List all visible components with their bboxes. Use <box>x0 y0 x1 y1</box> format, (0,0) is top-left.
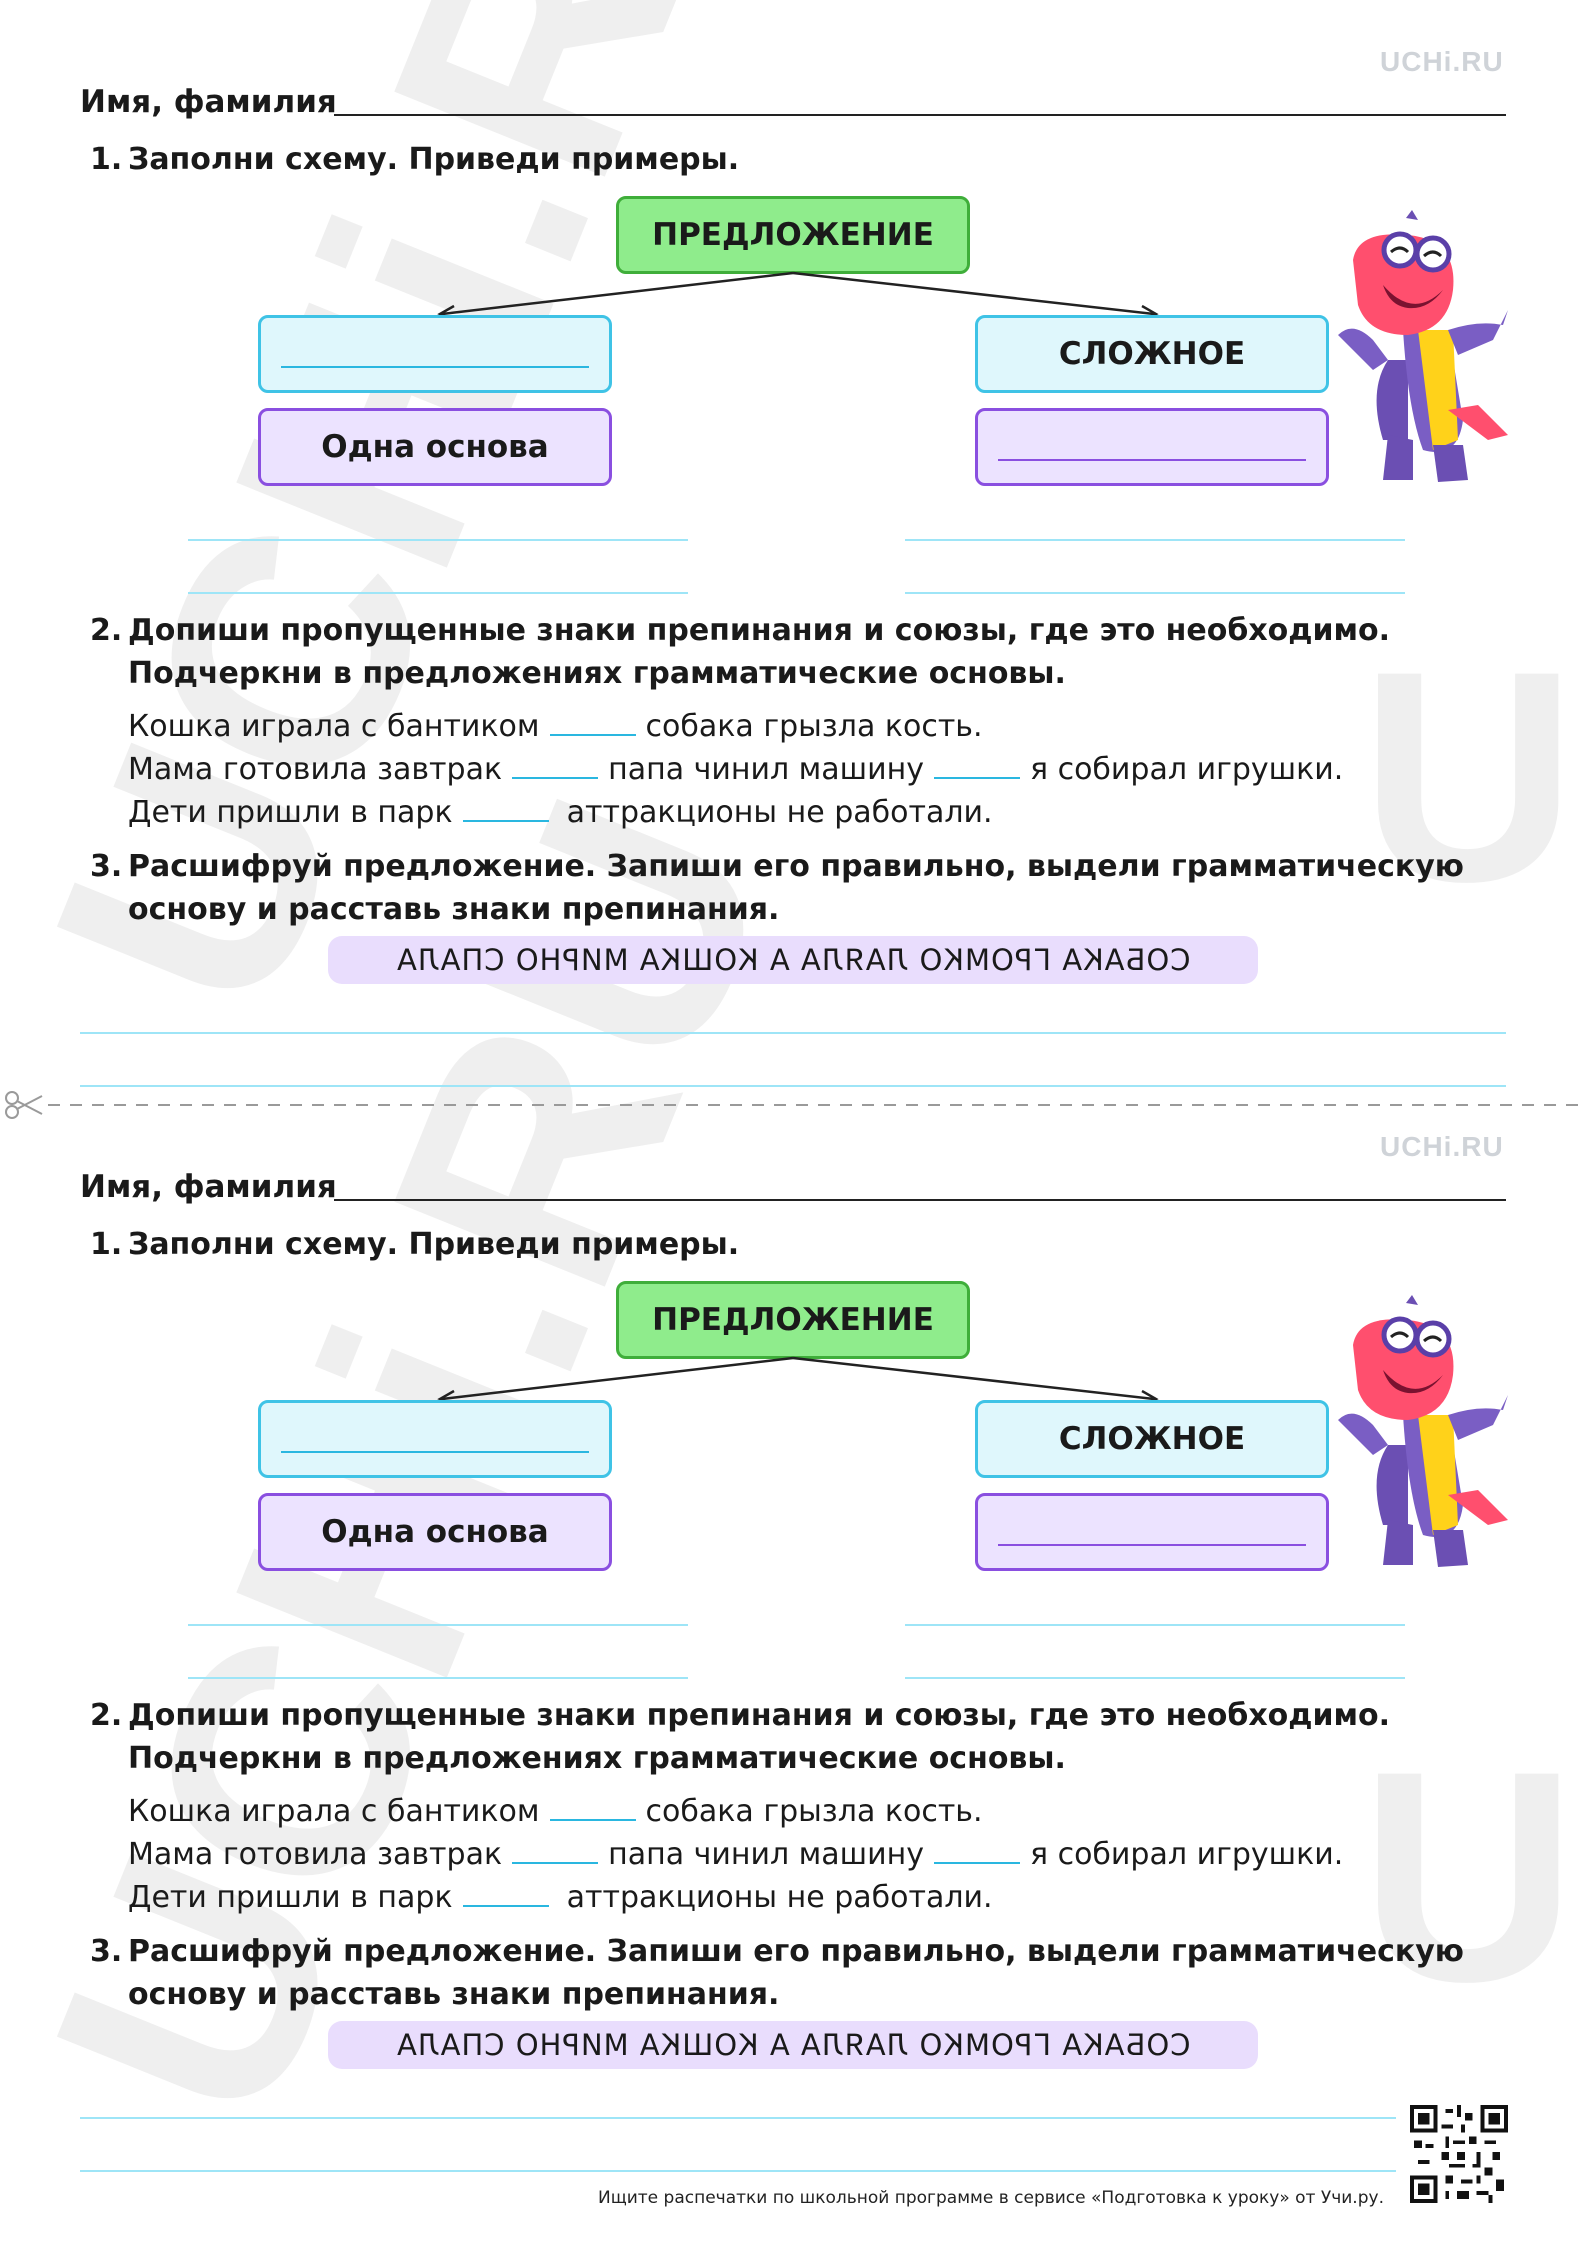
brand-logo: UCHi.RU <box>1380 46 1504 77</box>
worksheet-top: UCHi.RU Имя, фамилия 1.Заполни схему. Пр… <box>0 0 1587 1087</box>
blank-field[interactable] <box>549 1791 636 1821</box>
dinosaur-mascot-icon <box>1338 210 1508 482</box>
task2-heading: 2.Допиши пропущенные знаки препинания и … <box>90 1698 1391 1776</box>
task1-heading: 1.Заполни схему. Приведи примеры. <box>90 1227 740 1262</box>
example-line[interactable] <box>905 592 1405 594</box>
blank-field[interactable] <box>462 1877 549 1907</box>
task1-heading: 1.Заполни схему. Приведи примеры. <box>90 142 740 177</box>
scheme-left-type-box[interactable] <box>258 1400 612 1478</box>
scheme-arrows <box>437 1356 1159 1408</box>
example-line[interactable] <box>188 539 688 541</box>
scheme-root-box: ПРЕДЛОЖЕНИЕ <box>616 1281 970 1359</box>
example-line[interactable] <box>188 592 688 594</box>
answer-line <box>998 459 1306 461</box>
scheme-root-box: ПРЕДЛОЖЕНИЕ <box>616 196 970 274</box>
answer-line[interactable] <box>80 1085 1506 1087</box>
scheme-left-basis-box: Одна основа <box>258 408 612 486</box>
answer-line <box>281 1451 589 1453</box>
blank-field[interactable] <box>934 1834 1020 1864</box>
example-line[interactable] <box>905 1677 1405 1679</box>
answer-line <box>281 366 589 368</box>
blank-field[interactable] <box>934 749 1020 779</box>
scheme-left-type-box[interactable] <box>258 315 612 393</box>
name-label: Имя, фамилия <box>80 84 337 120</box>
task3-heading: 3.Расшифруй предложение. Запиши его прав… <box>90 1934 1464 2012</box>
brand-logo: UCHi.RU <box>1380 1131 1504 1162</box>
cut-line <box>5 1091 1587 1119</box>
blank-field[interactable] <box>512 1834 599 1864</box>
name-field-line[interactable] <box>334 1199 1506 1201</box>
name-label: Имя, фамилия <box>80 1169 337 1205</box>
blank-field[interactable] <box>549 706 636 736</box>
dinosaur-mascot-icon <box>1338 1295 1508 1567</box>
scheme-right-basis-box[interactable] <box>975 1493 1329 1571</box>
blank-field[interactable] <box>462 792 549 822</box>
blank-field[interactable] <box>512 749 599 779</box>
answer-line[interactable] <box>80 1032 1506 1034</box>
scheme-right-basis-box[interactable] <box>975 408 1329 486</box>
answer-line <box>998 1544 1306 1546</box>
name-field-line[interactable] <box>334 114 1506 116</box>
scheme-left-basis-box: Одна основа <box>258 1493 612 1571</box>
example-line[interactable] <box>188 1677 688 1679</box>
task3-heading: 3.Расшифруй предложение. Запиши его прав… <box>90 849 1464 927</box>
footer-note: Ищите распечатки по школьной программе в… <box>598 2188 1384 2208</box>
answer-line[interactable] <box>80 2117 1396 2119</box>
cipher-sentence: СОБАКА ГРОМКО ЛАЯЛА А КОШКА МИРНО СПАЛА <box>328 936 1258 984</box>
example-line[interactable] <box>188 1624 688 1626</box>
worksheet-bottom: UCHi.RU Имя, фамилия 1.Заполни схему. Пр… <box>0 1085 1587 2172</box>
example-line[interactable] <box>905 539 1405 541</box>
qr-code-icon <box>1410 2105 1508 2203</box>
task2-heading: 2.Допиши пропущенные знаки препинания и … <box>90 613 1391 691</box>
scissors-icon <box>5 1091 43 1119</box>
cipher-sentence: СОБАКА ГРОМКО ЛАЯЛА А КОШКА МИРНО СПАЛА <box>328 2021 1258 2069</box>
example-line[interactable] <box>905 1624 1405 1626</box>
scheme-right-type-box: СЛОЖНОЕ <box>975 315 1329 393</box>
answer-line[interactable] <box>80 2170 1396 2172</box>
scheme-right-type-box: СЛОЖНОЕ <box>975 1400 1329 1478</box>
